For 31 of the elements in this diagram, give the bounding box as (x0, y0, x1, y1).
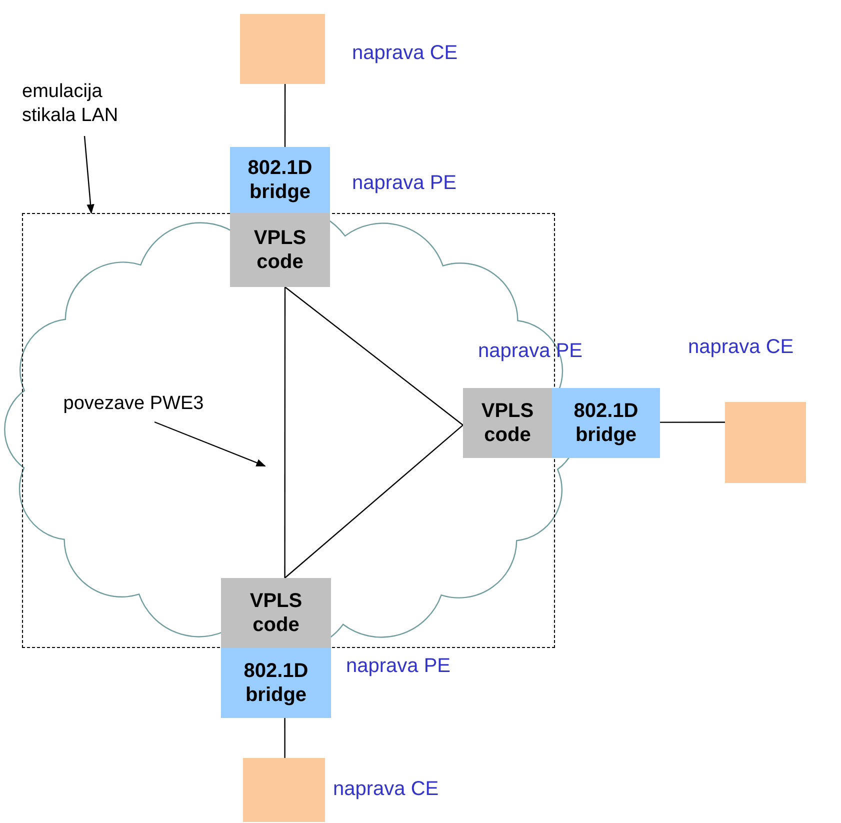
leader-arrow (84, 136, 94, 214)
device-box (243, 758, 325, 822)
device-label: naprava PE (346, 655, 451, 678)
annotation-text: emulacija stikala LAN (22, 80, 147, 136)
bridge-box (552, 388, 660, 458)
device-label: naprava CE (352, 42, 458, 65)
vpls-box (463, 388, 552, 458)
box-label: VPLS code (252, 226, 308, 274)
device-label: naprava CE (333, 778, 439, 801)
device-label: naprava PE (352, 172, 457, 195)
vpls-box (230, 213, 330, 287)
connection-line (284, 286, 464, 426)
connection-line (284, 718, 286, 758)
connection-line (284, 287, 286, 578)
bridge-box (230, 147, 330, 213)
connection-line (660, 422, 725, 423)
box-label: 802.1D bridge (572, 399, 640, 447)
bridge-box (221, 648, 331, 718)
box-label: VPLS code (248, 589, 304, 637)
vpls-box (221, 578, 331, 648)
connection-line (284, 424, 464, 578)
box-label: 802.1D bridge (246, 156, 314, 204)
device-label: naprava PE (478, 340, 583, 363)
device-box (725, 402, 806, 483)
annotation-text: povezave PWE3 (46, 392, 221, 422)
leader-arrow (154, 421, 266, 467)
box-label: VPLS code (480, 399, 535, 447)
device-box (240, 14, 325, 84)
box-label: 802.1D bridge (242, 659, 310, 707)
connection-line (284, 84, 286, 147)
device-label: naprava CE (688, 336, 794, 359)
